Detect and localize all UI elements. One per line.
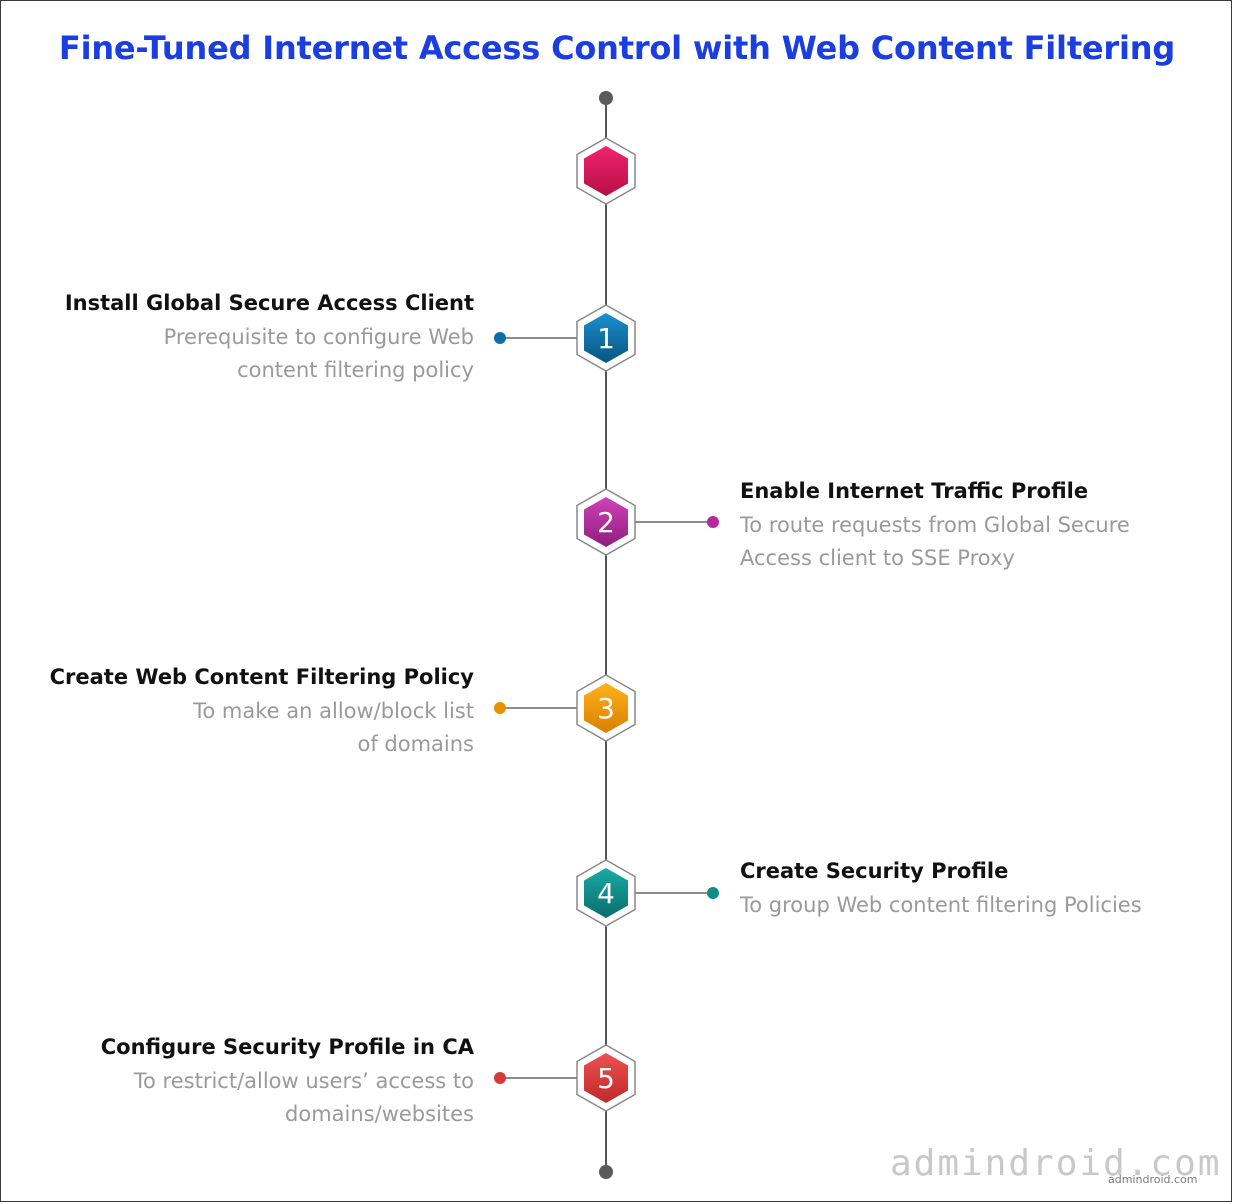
step-3-dot: [494, 702, 506, 714]
timeline-end-dot: [599, 1165, 613, 1179]
step-2-dot: [707, 516, 719, 528]
step-1-dot: [494, 332, 506, 344]
step-4-hexagon-icon: [584, 868, 628, 918]
step-3-number: 3: [597, 692, 615, 725]
step-4-number: 4: [597, 877, 615, 910]
step-5-description: To restrict/allow users’ access to domai…: [133, 1069, 474, 1126]
step-3-title: Create Web Content Filtering Policy: [49, 665, 474, 689]
step-4-description: To group Web content filtering Policies: [740, 893, 1142, 917]
step-1-title: Install Global Secure Access Client: [64, 291, 474, 315]
brand-watermark: admindroid.com: [890, 1143, 1222, 1184]
step-5-number: 5: [597, 1062, 615, 1095]
step-4-dot: [707, 887, 719, 899]
step-3-description: To make an allow/block list of domains: [193, 699, 474, 756]
brand-watermark-small: admindroid.com: [1108, 1173, 1198, 1186]
step-4-title: Create Security Profile: [740, 859, 1009, 883]
step-5-hexagon-icon: [584, 1053, 628, 1103]
step-1-text: Install Global Secure Access Client Prer…: [14, 288, 474, 387]
step-3-hexagon-icon: [584, 683, 628, 733]
step-3-marker: 3: [494, 674, 636, 742]
timeline-start-dot: [599, 91, 613, 105]
step-4-text: Create Security Profile To group Web con…: [740, 856, 1200, 922]
step-3-text: Create Web Content Filtering Policy To m…: [14, 662, 474, 761]
diagram-title: Fine-Tuned Internet Access Control with …: [58, 29, 1176, 67]
step-1-description: Prerequisite to configure Web content fi…: [163, 325, 474, 382]
step-1-marker: 1: [494, 304, 636, 372]
step-4-marker: 4: [576, 859, 719, 927]
step-2-title: Enable Internet Traffic Profile: [740, 479, 1089, 503]
step-2-number: 2: [597, 506, 615, 539]
step-5-dot: [494, 1072, 506, 1084]
step-5-text: Configure Security Profile in CA To rest…: [14, 1032, 474, 1131]
start-hexagon-icon: [576, 137, 636, 205]
step-5-title: Configure Security Profile in CA: [100, 1035, 474, 1059]
step-1-number: 1: [597, 322, 615, 355]
step-2-text: Enable Internet Traffic Profile To route…: [740, 476, 1200, 575]
step-2-hexagon-icon: [584, 497, 628, 547]
step-1-hexagon-icon: [584, 313, 628, 363]
step-2-marker: 2: [576, 488, 719, 556]
step-2-description: To route requests from Global Secure Acc…: [740, 513, 1130, 570]
step-5-marker: 5: [494, 1044, 636, 1112]
